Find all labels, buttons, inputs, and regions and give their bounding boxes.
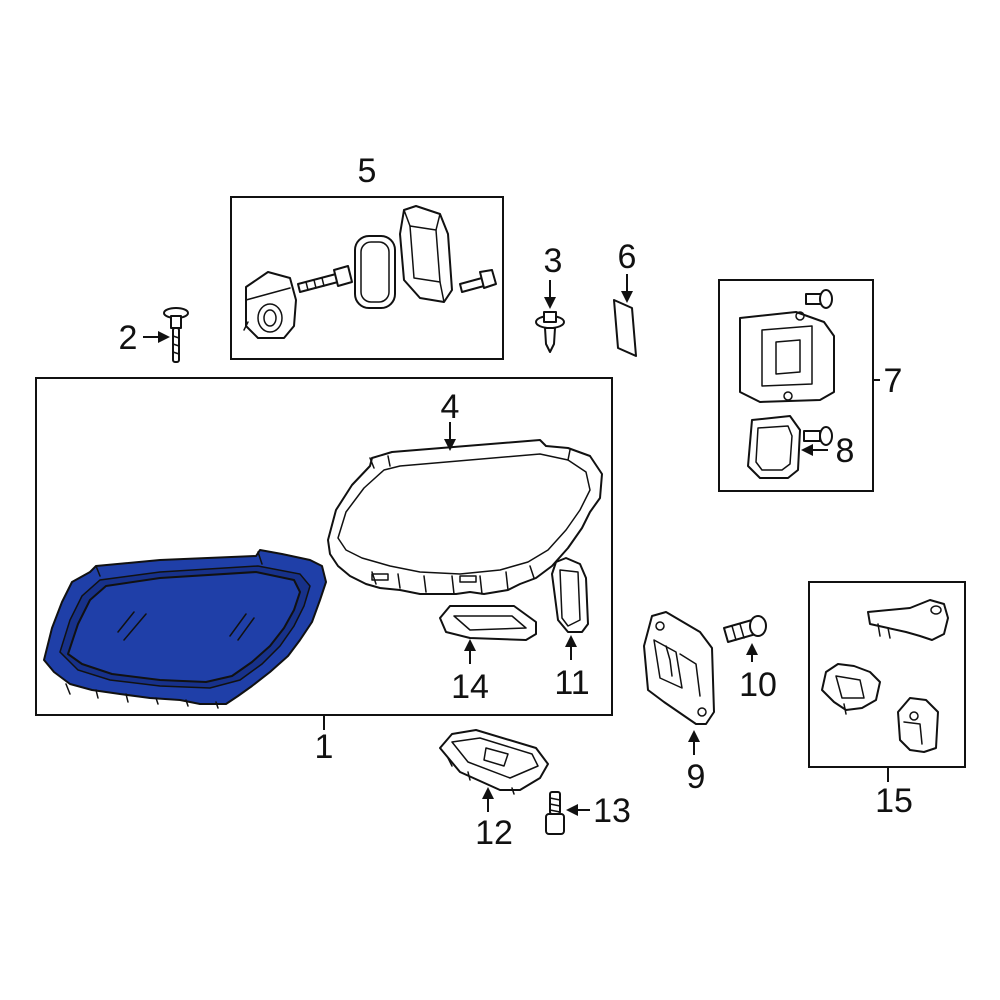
callout-4: 4 [441, 388, 460, 426]
callout-9: 9 [687, 758, 706, 796]
callout-2: 2 [119, 319, 138, 357]
callout-13: 13 [593, 792, 631, 830]
bracket-upper[interactable] [867, 599, 949, 641]
led-module-12[interactable] [439, 729, 549, 795]
bracket-middle[interactable] [821, 663, 881, 715]
gasket-14[interactable] [439, 605, 537, 641]
motor-bracket-frame[interactable] [399, 205, 453, 303]
callout-3: 3 [544, 242, 563, 280]
callout-5: 5 [358, 152, 377, 190]
arrow-14 [464, 639, 476, 651]
callout-6: 6 [618, 238, 637, 276]
label-6[interactable] [613, 299, 637, 357]
led-driver-9[interactable] [643, 611, 715, 725]
control-module[interactable] [739, 311, 835, 403]
callout-10: 10 [739, 666, 777, 704]
bolt-2[interactable] [163, 307, 189, 363]
arrow-9 [688, 730, 700, 742]
motor-bolt-long[interactable] [297, 265, 353, 293]
module-seal-ring-8[interactable] [747, 415, 801, 479]
module-screw-top[interactable] [805, 289, 833, 309]
module-screw-bottom[interactable] [803, 426, 833, 446]
callout-1: 1 [315, 728, 334, 766]
arrow-13 [566, 804, 578, 816]
arrow-4 [444, 439, 456, 451]
arrow-11 [565, 635, 577, 647]
bolt-10[interactable] [723, 615, 767, 643]
gasket-11[interactable] [551, 557, 589, 633]
group-box-5 [230, 196, 504, 360]
screw-3[interactable] [535, 311, 565, 353]
bracket-lower[interactable] [897, 697, 939, 753]
leveling-motor[interactable] [243, 271, 297, 339]
motor-gasket-ring[interactable] [354, 235, 396, 309]
arrow-12 [482, 787, 494, 799]
headlamp-housing-4[interactable] [327, 439, 603, 595]
headlamp-lens-highlighted[interactable] [43, 549, 327, 709]
screw-13[interactable] [545, 791, 565, 835]
callout-14: 14 [451, 668, 489, 706]
callout-11: 11 [554, 664, 589, 702]
arrow-3 [544, 297, 556, 309]
callout-15: 15 [875, 782, 913, 820]
arrow-8 [801, 444, 813, 456]
motor-bolt-short[interactable] [459, 269, 497, 293]
callout-12: 12 [475, 814, 513, 852]
callout-8: 8 [836, 432, 855, 470]
group-box-7 [718, 279, 874, 492]
arrow-10 [746, 643, 758, 655]
arrow-6 [621, 291, 633, 303]
arrow-2 [158, 331, 170, 343]
callout-7: 7 [884, 362, 903, 400]
